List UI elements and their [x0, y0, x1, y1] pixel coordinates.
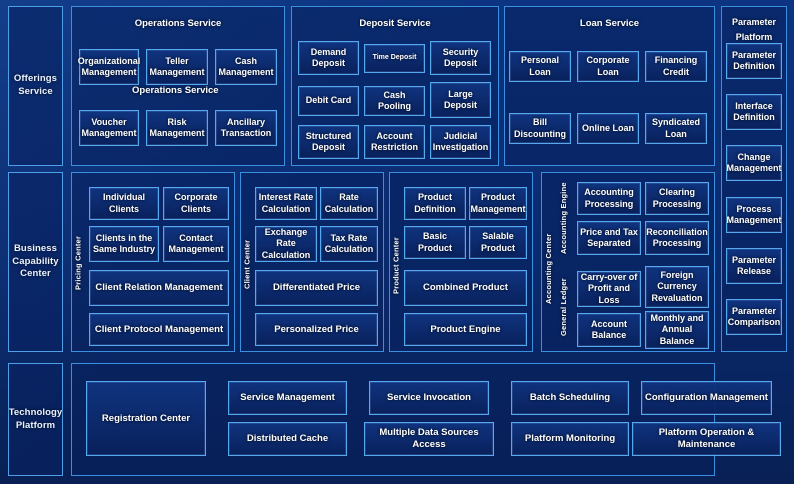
tile-voucher-management[interactable]: Voucher Management	[79, 110, 139, 146]
group-title-operations-service-duplicate: Operations Service	[132, 85, 219, 96]
tile-organizational-management[interactable]: Organizational Management	[78, 49, 140, 85]
tile-differentiated-price[interactable]: Differentiated Price	[255, 270, 378, 306]
tile-service-invocation[interactable]: Service Invocation	[369, 381, 489, 415]
tile-service-management[interactable]: Service Management	[228, 381, 347, 415]
tile-exchange-rate-calculation[interactable]: Exchange Rate Calculation	[255, 226, 317, 262]
tile-bill-discounting[interactable]: Bill Discounting	[509, 113, 571, 144]
tile-process-management[interactable]: Process Management	[726, 197, 782, 233]
tile-reconciliation-processing[interactable]: Reconciliation Processing	[645, 221, 709, 255]
tile-product-definition[interactable]: Product Definition	[404, 187, 466, 220]
tile-individual-clients[interactable]: Individual Clients	[89, 187, 159, 220]
tile-corporate-loan[interactable]: Corporate Loan	[577, 51, 639, 82]
tile-account-restriction[interactable]: Account Restriction	[364, 125, 425, 159]
tile-multiple-data-sources-access[interactable]: Multiple Data Sources Access	[364, 422, 494, 456]
tile-parameter-release[interactable]: Parameter Release	[726, 248, 782, 284]
tile-client-protocol-management[interactable]: Client Protocol Management	[89, 313, 229, 346]
tile-security-deposit[interactable]: Security Deposit	[430, 41, 491, 75]
tile-parameter-comparison[interactable]: Parameter Comparison	[726, 299, 782, 335]
tile-corporate-clients[interactable]: Corporate Clients	[163, 187, 229, 220]
tile-rate-calculation[interactable]: Rate Calculation	[320, 187, 378, 220]
tile-personal-loan[interactable]: Personal Loan	[509, 51, 571, 82]
tile-price-and-tax-separated[interactable]: Price and Tax Separated	[577, 221, 641, 255]
tile-ancillary-transaction[interactable]: Ancillary Transaction	[215, 110, 277, 146]
tile-client-relation-management[interactable]: Client Relation Management	[89, 270, 229, 306]
parameter-platform-title-line1: Parameter	[731, 17, 777, 27]
tile-accounting-processing[interactable]: Accounting Processing	[577, 182, 641, 215]
tile-clearing-processing[interactable]: Clearing Processing	[645, 182, 709, 215]
subgroup-vertical-label-general-ledger: General Ledger	[559, 278, 568, 336]
tile-platform-monitoring[interactable]: Platform Monitoring	[511, 422, 629, 456]
group-vertical-label-pricing-center: Pricing Center	[73, 235, 83, 291]
group-title-deposit-service: Deposit Service	[359, 18, 431, 29]
tile-salable-product[interactable]: Salable Product	[469, 226, 527, 259]
tile-account-balance[interactable]: Account Balance	[577, 313, 641, 347]
group-vertical-label-client-center: Client Center	[242, 239, 252, 289]
tile-risk-management[interactable]: Risk Management	[146, 110, 208, 146]
tile-interface-definition[interactable]: Interface Definition	[726, 94, 782, 130]
sidebar-label-text: Technology Platform	[8, 406, 63, 431]
tile-tax-rate-calculation[interactable]: Tax Rate Calculation	[320, 226, 378, 262]
sidebar-label-text: Offerings Service	[13, 73, 58, 97]
sidebar-label-business-capability-center[interactable]: Business Capability Center	[8, 172, 63, 352]
tile-combined-product[interactable]: Combined Product	[404, 270, 527, 306]
tile-clients-same-industry[interactable]: Clients in the Same Industry	[89, 226, 159, 262]
tile-parameter-definition[interactable]: Parameter Definition	[726, 43, 782, 79]
tile-judicial-investigation[interactable]: Judicial Investigation	[430, 125, 491, 159]
subgroup-vertical-label-accounting-engine: Accounting Engine	[559, 182, 568, 254]
tile-financing-credit[interactable]: Financing Credit	[645, 51, 707, 82]
tile-personalized-price[interactable]: Personalized Price	[255, 313, 378, 346]
tile-contact-management[interactable]: Contact Management	[163, 226, 229, 262]
tile-interest-rate-calculation[interactable]: Interest Rate Calculation	[255, 187, 317, 220]
tile-time-deposit[interactable]: Time Deposit	[364, 44, 425, 73]
tile-product-management[interactable]: Product Management	[469, 187, 527, 220]
sidebar-label-offerings-service[interactable]: Offerings Service	[8, 6, 63, 166]
tile-debit-card[interactable]: Debit Card	[298, 86, 359, 116]
tile-basic-product[interactable]: Basic Product	[404, 226, 466, 259]
tile-teller-management[interactable]: Teller Management	[146, 49, 208, 85]
group-vertical-label-product-center: Product Center	[391, 237, 401, 295]
tile-product-engine[interactable]: Product Engine	[404, 313, 527, 346]
parameter-platform-title-line2: Platform	[735, 32, 773, 42]
tile-structured-deposit[interactable]: Structured Deposit	[298, 125, 359, 159]
tile-batch-scheduling[interactable]: Batch Scheduling	[511, 381, 629, 415]
tile-foreign-currency-revaluation[interactable]: Foreign Currency Revaluation	[645, 266, 709, 308]
tile-cash-pooling[interactable]: Cash Pooling	[364, 86, 425, 116]
tile-carry-over-profit-loss[interactable]: Carry-over of Profit and Loss	[577, 271, 641, 307]
tile-demand-deposit[interactable]: Demand Deposit	[298, 41, 359, 75]
tile-registration-center[interactable]: Registration Center	[86, 381, 206, 456]
tile-distributed-cache[interactable]: Distributed Cache	[228, 422, 347, 456]
tile-syndicated-loan[interactable]: Syndicated Loan	[645, 113, 707, 144]
tile-large-deposit[interactable]: Large Deposit	[430, 82, 491, 118]
group-title-operations-service: Operations Service	[134, 18, 222, 29]
tile-monthly-annual-balance[interactable]: Monthly and Annual Balance	[645, 311, 709, 349]
tile-change-management[interactable]: Change Management	[726, 145, 782, 181]
sidebar-label-text: Business Capability Center	[12, 242, 59, 280]
group-title-loan-service: Loan Service	[579, 18, 640, 29]
tile-online-loan[interactable]: Online Loan	[577, 113, 639, 144]
tile-configuration-management[interactable]: Configuration Management	[641, 381, 772, 415]
group-vertical-label-accounting-center: Accounting Center	[544, 233, 553, 305]
tile-platform-operation-maintenance[interactable]: Platform Operation & Maintenance	[632, 422, 781, 456]
tile-cash-management[interactable]: Cash Management	[215, 49, 277, 85]
sidebar-label-technology-platform[interactable]: Technology Platform	[8, 363, 63, 476]
